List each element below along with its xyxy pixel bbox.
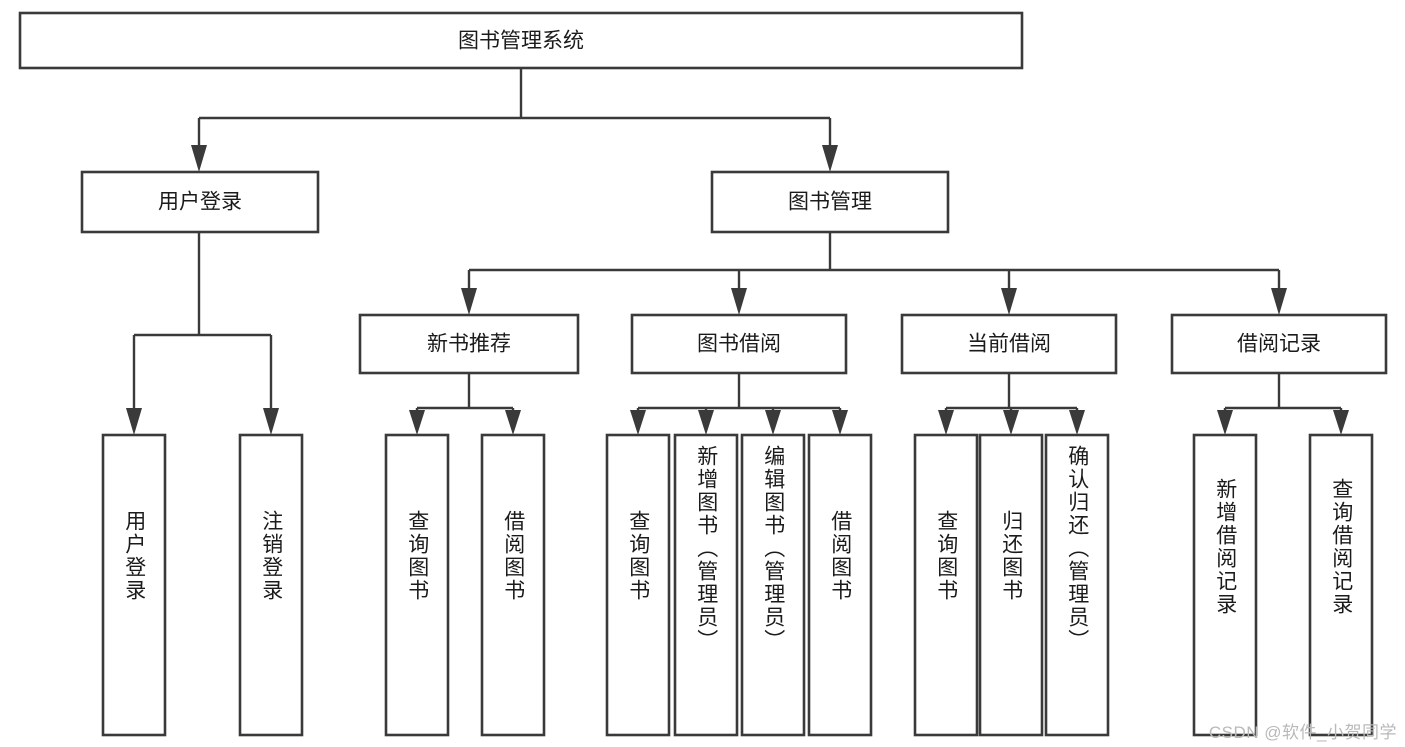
leaf-box-current-borrow-0[interactable]: [913, 433, 979, 737]
leaf-box-user-login-0[interactable]: [101, 433, 167, 737]
arrow-root-to-bookmgmt: [822, 145, 838, 172]
arrow-newbook-leaf-1: [505, 410, 521, 435]
arrow-bookmgmt-to-c2: [1001, 288, 1017, 315]
arrow-bookmgmt-to-c3: [1271, 288, 1287, 315]
label-book-management: 图书管理: [788, 191, 872, 214]
connector-group-newbook: [409, 373, 521, 435]
arrow-bookmgmt-to-c0: [461, 288, 477, 315]
label-borrow-record: 借阅记录: [1237, 333, 1321, 356]
arrow-bookborrow-leaf-0: [630, 410, 646, 435]
node-box-book-management[interactable]: [710, 170, 950, 234]
leaf-box-new-book-1[interactable]: [480, 433, 546, 737]
arrow-root-to-userlogin: [191, 145, 207, 172]
node-box-book-borrow[interactable]: [630, 313, 848, 375]
arrow-bookborrow-leaf-1: [698, 410, 714, 435]
leaf-box-new-book-0[interactable]: [384, 433, 450, 737]
node-box-root[interactable]: [18, 11, 1024, 70]
connector-group-borrowrecord: [1217, 373, 1349, 435]
arrow-currentborrow-leaf-1: [1003, 410, 1019, 435]
arrow-currentborrow-leaf-2: [1069, 410, 1085, 435]
node-box-current-borrow[interactable]: [900, 313, 1118, 375]
connector-group-userlogin: [126, 232, 279, 435]
arrow-bookborrow-leaf-2: [765, 410, 781, 435]
connector-group-bookborrow: [630, 373, 848, 435]
leaf-box-borrow-record-0[interactable]: [1192, 433, 1258, 737]
node-box-user-login[interactable]: [80, 170, 320, 234]
connector-group-root: [191, 68, 838, 172]
node-box-borrow-record[interactable]: [1170, 313, 1388, 375]
leaf-box-current-borrow-1[interactable]: [978, 433, 1044, 737]
leaf-box-user-login-1[interactable]: [238, 433, 304, 737]
arrow-bookborrow-leaf-3: [832, 410, 848, 435]
arrow-bookmgmt-to-c1: [731, 288, 747, 315]
arrow-userlogin-leaf-1: [263, 408, 279, 435]
leaf-box-book-borrow-3[interactable]: [807, 433, 873, 737]
leaf-box-book-borrow-1[interactable]: [673, 433, 739, 737]
label-new-book-recommend: 新书推荐: [427, 333, 511, 356]
arrow-currentborrow-leaf-0: [938, 410, 954, 435]
leaf-box-current-borrow-2[interactable]: [1044, 433, 1110, 737]
csdn-watermark: CSDN @软件_小贺同学: [1208, 723, 1397, 742]
arrow-borrowrecord-leaf-0: [1217, 410, 1233, 435]
label-user-login: 用户登录: [158, 191, 242, 214]
leaf-box-book-borrow-2[interactable]: [740, 433, 806, 737]
arrow-newbook-leaf-0: [409, 410, 425, 435]
arrow-borrowrecord-leaf-1: [1333, 410, 1349, 435]
label-book-borrow: 图书借阅: [697, 333, 781, 356]
arrow-userlogin-leaf-0: [126, 408, 142, 435]
connector-group-currentborrow: [938, 373, 1085, 435]
label-root: 图书管理系统: [458, 30, 584, 53]
node-box-new-book-recommend[interactable]: [358, 313, 580, 375]
leaf-box-book-borrow-0[interactable]: [605, 433, 671, 737]
label-current-borrow: 当前借阅: [967, 333, 1051, 356]
leaf-box-borrow-record-1[interactable]: [1308, 433, 1374, 737]
connector-group-bookmgmt: [461, 232, 1287, 315]
